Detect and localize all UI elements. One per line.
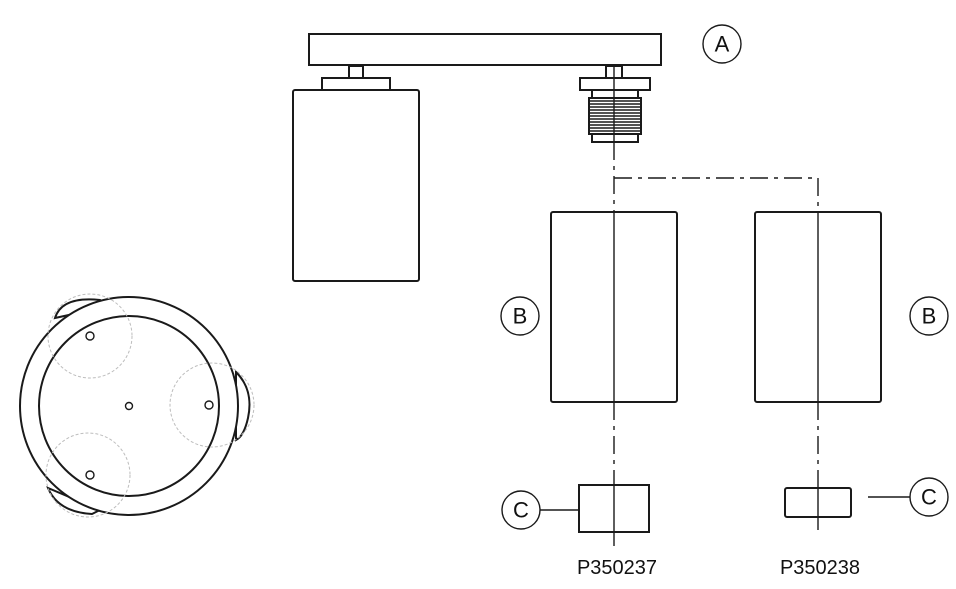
ring-left [578, 484, 650, 533]
thread-nut [591, 89, 639, 99]
callout-b-left: B [500, 296, 540, 336]
callout-b-left-label: B [513, 304, 528, 329]
part-number-right: P350238 [780, 557, 860, 579]
mounted-lamp-body [292, 89, 420, 282]
callout-b-right-label: B [922, 304, 937, 329]
shade-right [754, 211, 882, 403]
callout-c-right-label: C [921, 485, 937, 510]
ghost-circle-right [169, 362, 255, 448]
ghost-circle-upper [47, 293, 133, 379]
ceiling-bar-assembly [292, 33, 662, 282]
callout-b-right: B [909, 296, 949, 336]
callout-a-label: A [715, 32, 730, 57]
screw-upper [85, 331, 95, 341]
left-collar [321, 77, 391, 91]
ghost-circle-lower [45, 432, 131, 518]
center-hole [124, 401, 134, 411]
centerline-branch [614, 177, 819, 212]
callout-a: A [702, 24, 742, 64]
callout-c-left: C [501, 490, 579, 530]
threaded-connector [588, 97, 642, 135]
left-stem [348, 65, 364, 79]
top-view-lobe-right [235, 369, 251, 442]
top-view [19, 293, 255, 518]
assembly-lines [613, 66, 819, 546]
part-number-left: P350237 [577, 557, 657, 579]
top-view-inner-ring [38, 315, 220, 497]
ring-right [784, 487, 852, 518]
right-collar [579, 77, 651, 91]
ceiling-bar [308, 33, 662, 66]
thread-end [591, 133, 639, 143]
callout-c-left-label: C [513, 498, 529, 523]
top-view-outer-ring [19, 296, 239, 516]
screw-right [204, 400, 214, 410]
shade-left [550, 211, 678, 403]
callout-c-right: C [868, 477, 949, 517]
screw-lower [85, 470, 95, 480]
